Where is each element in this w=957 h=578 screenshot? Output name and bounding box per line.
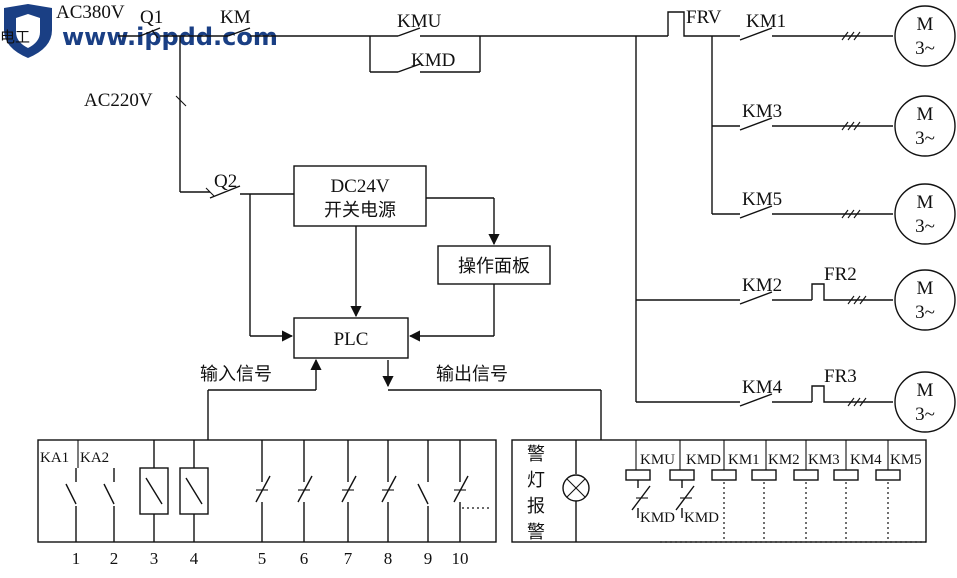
output-coils bbox=[625, 469, 901, 481]
operation-panel-label: 操作面板 bbox=[458, 256, 530, 277]
kmu-label: KMU bbox=[397, 11, 442, 32]
terminal-8: 8 bbox=[384, 549, 393, 568]
kmd-label: KMD bbox=[411, 50, 455, 71]
terminal-9: 9 bbox=[424, 549, 433, 568]
coil-km2: KM2 bbox=[768, 452, 800, 468]
fr3-label: FR3 bbox=[824, 366, 857, 387]
motor-3 bbox=[894, 183, 956, 245]
km3-label: KM3 bbox=[742, 101, 782, 122]
terminal-7: 7 bbox=[344, 549, 353, 568]
input-module: KA1 KA2 bbox=[37, 439, 497, 568]
svg-text:3~: 3~ bbox=[915, 38, 935, 59]
terminal-4: 4 bbox=[190, 549, 199, 568]
alarm-char-4: 警 bbox=[527, 522, 545, 543]
output-module: 警 灯 报 警 KMU KMD KM1 KM2 KM3 KM4 KM5 bbox=[511, 439, 927, 543]
operation-panel: 操作面板 bbox=[437, 245, 551, 285]
alarm-char-3: 报 bbox=[527, 496, 545, 517]
km1-label: KM1 bbox=[746, 11, 786, 32]
dc24v-power-supply: DC24V 开关电源 bbox=[293, 165, 427, 227]
terminal-10: 10 bbox=[452, 549, 469, 568]
q1-label: Q1 bbox=[140, 7, 163, 28]
coil-km1: KM1 bbox=[728, 452, 760, 468]
input-signal-label: 输入信号 bbox=[200, 364, 272, 385]
motor-branch-km1: KM1 M 3~ bbox=[712, 5, 956, 67]
terminal-3: 3 bbox=[150, 549, 159, 568]
motor-1 bbox=[894, 5, 956, 67]
motor-branches: KM1 M 3~ KM3 M 3~ KM5 M 3~ bbox=[635, 5, 956, 433]
watermark: 电工 www.ippdd.com bbox=[0, 4, 278, 58]
coil-kmd: KMD bbox=[686, 452, 721, 468]
coil-km4: KM4 bbox=[850, 452, 882, 468]
q1-switch bbox=[139, 27, 161, 37]
svg-text:3~: 3~ bbox=[915, 302, 935, 323]
svg-text:M: M bbox=[917, 380, 934, 401]
svg-text:M: M bbox=[917, 14, 934, 35]
terminal-1: 1 bbox=[72, 549, 81, 568]
ka2-label: KA2 bbox=[80, 450, 109, 466]
kmu-contact bbox=[397, 27, 421, 37]
coil-kmu: KMU bbox=[640, 452, 675, 468]
motor-branch-km2: KM2 FR2 M 3~ bbox=[636, 264, 956, 331]
svg-text:M: M bbox=[917, 104, 934, 125]
output-coil-labels: KMU KMD KM1 KM2 KM3 KM4 KM5 bbox=[640, 452, 922, 468]
motor-4 bbox=[894, 269, 956, 331]
alarm-char-1: 警 bbox=[527, 444, 545, 465]
plc-block: PLC bbox=[293, 317, 409, 359]
motor-branch-km3: KM3 M 3~ bbox=[712, 95, 956, 157]
terminal-6: 6 bbox=[300, 549, 309, 568]
ac220-label: AC220V bbox=[84, 90, 153, 111]
interlock-kmd-1: KMD bbox=[640, 510, 675, 526]
shield-inner-icon bbox=[16, 14, 40, 48]
ka1-label: KA1 bbox=[40, 450, 69, 466]
terminal-2: 2 bbox=[110, 549, 119, 568]
svg-text:3~: 3~ bbox=[915, 128, 935, 149]
km-contact bbox=[227, 27, 251, 37]
control-wiring: 输入信号 输出信号 bbox=[200, 194, 602, 440]
km-label: KM bbox=[220, 7, 251, 28]
coil-km3: KM3 bbox=[808, 452, 840, 468]
motor-5 bbox=[894, 371, 956, 433]
input-contacts bbox=[65, 440, 492, 542]
km5-label: KM5 bbox=[742, 189, 782, 210]
fr2-element bbox=[811, 283, 893, 301]
alarm-char-2: 灯 bbox=[527, 470, 545, 491]
terminal-numbers: 1 2 3 4 5 6 7 8 9 10 bbox=[72, 549, 469, 568]
svg-text:M: M bbox=[917, 192, 934, 213]
svg-text:3~: 3~ bbox=[915, 404, 935, 425]
svg-text:3~: 3~ bbox=[915, 216, 935, 237]
control-supply: AC220V Q2 bbox=[84, 36, 294, 199]
output-signal-label: 输出信号 bbox=[436, 364, 508, 385]
q2-switch bbox=[209, 185, 241, 199]
motor-branch-km5: KM5 M 3~ bbox=[712, 183, 956, 245]
svg-text:M: M bbox=[917, 278, 934, 299]
frv-element bbox=[667, 11, 712, 37]
supply-bus: AC380V Q1 KM KMU KMD FRV bbox=[56, 2, 722, 73]
kmd-contact bbox=[397, 63, 421, 73]
terminal-5: 5 bbox=[258, 549, 267, 568]
dc24v-label: DC24V bbox=[330, 176, 389, 197]
coil-km5: KM5 bbox=[890, 452, 922, 468]
interlock-kmd-2: KMD bbox=[684, 510, 719, 526]
ac380-label: AC380V bbox=[56, 2, 125, 23]
motor-2 bbox=[894, 95, 956, 157]
fr3-element bbox=[811, 385, 893, 403]
km4-label: KM4 bbox=[742, 377, 783, 398]
frv-label: FRV bbox=[686, 7, 722, 28]
plc-label: PLC bbox=[334, 329, 369, 350]
motor-branch-km4: KM4 FR3 M 3~ bbox=[636, 366, 956, 433]
km2-label: KM2 bbox=[742, 275, 782, 296]
watermark-text: www.ippdd.com bbox=[62, 23, 278, 51]
watermark-prefix: 电工 bbox=[0, 29, 30, 46]
interlock-contacts: KMD KMD bbox=[631, 480, 719, 526]
q2-label: Q2 bbox=[214, 171, 237, 192]
fr2-label: FR2 bbox=[824, 264, 857, 285]
switching-power-label: 开关电源 bbox=[324, 200, 396, 221]
